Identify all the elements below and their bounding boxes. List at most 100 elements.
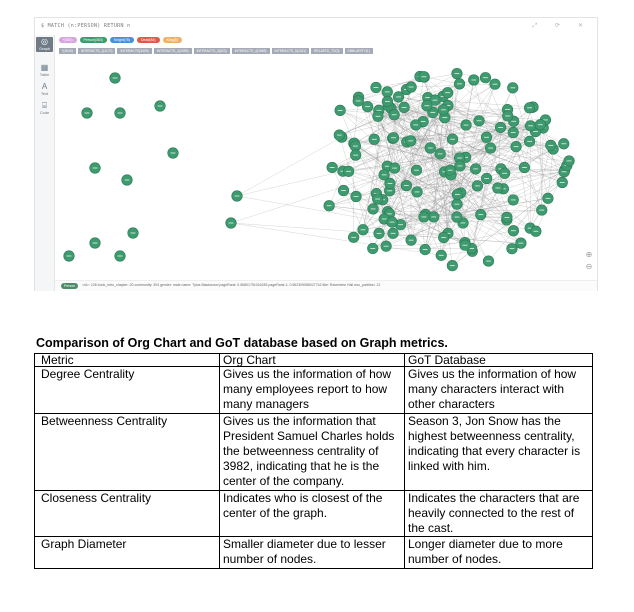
graph-node-caption — [522, 167, 527, 168]
relationship-chip[interactable]: INTERACTS_4(1569) — [231, 48, 270, 54]
graph-node-caption — [442, 117, 448, 119]
graph-node-caption — [498, 127, 503, 128]
graph-edge — [392, 138, 466, 243]
node-label-chip[interactable]: Knight(76) — [109, 37, 134, 43]
graph-node-caption — [441, 237, 447, 238]
graph-node-caption — [391, 137, 396, 139]
sidebar-item-text[interactable]: A Text — [36, 82, 53, 96]
graph-node-caption — [502, 172, 508, 174]
graph-node-caption — [413, 124, 419, 126]
table-row: Graph Diameter Smaller diameter due to l… — [34, 536, 593, 569]
graph-edge — [387, 91, 431, 149]
graph-edge — [355, 145, 444, 238]
graph-node-caption — [471, 79, 477, 81]
graph-node-caption — [92, 167, 98, 169]
got-database-cell: Season 3, Jon Snow has the highest betwe… — [404, 412, 593, 491]
graph-edge — [513, 121, 565, 171]
graph-node-caption — [505, 115, 511, 117]
graph-edge — [389, 138, 393, 214]
relationship-chip[interactable]: INTERACTS_2(2095) — [153, 48, 192, 54]
graph-node-caption — [329, 167, 335, 168]
graph-edge — [423, 76, 460, 85]
graph-node-caption — [442, 171, 447, 173]
relationship-chip[interactable]: INTERACTS_1(1170) — [77, 48, 116, 54]
graph-node-caption — [228, 222, 234, 224]
table-row: Degree Centrality Gives us the informati… — [34, 366, 593, 414]
node-label-chip[interactable]: Dead(84) — [136, 37, 160, 43]
graph-node-caption — [539, 209, 545, 211]
graph-node-caption — [420, 121, 426, 123]
sidebar-item-label: Text — [40, 91, 49, 96]
org-chart-cell: Gives us the information of how many emp… — [219, 366, 405, 414]
node-property-bar: Person<id>: 106 book_intro_chapter: 20 c… — [55, 280, 597, 291]
graph-node-caption — [392, 167, 398, 169]
text-icon: A — [41, 82, 48, 91]
node-label-chip[interactable]: *(363) — [59, 37, 77, 43]
zoom-out-icon[interactable]: ⊖ — [585, 262, 593, 271]
node-label-chip[interactable]: King(8) — [162, 37, 182, 43]
graph-node-caption — [326, 205, 332, 207]
graph-edge — [406, 141, 507, 221]
graph-node-caption — [454, 216, 460, 218]
graph-edge — [388, 105, 530, 142]
graph-edge — [378, 110, 412, 241]
graph-edge — [387, 209, 542, 212]
graph-node-caption — [341, 190, 346, 191]
graph-edge — [332, 119, 546, 168]
graph-node-caption — [414, 191, 420, 193]
graph-edge — [394, 114, 407, 186]
relationship-chip[interactable]: INTERACTS_3(823) — [193, 48, 230, 54]
document-title: Comparison of Org Chart and GoT database… — [36, 336, 448, 350]
graph-edge — [500, 168, 565, 171]
got-database-cell: Longer diameter due to more number of no… — [404, 536, 593, 569]
graph-node-caption — [340, 170, 346, 172]
graph-node-caption — [504, 216, 510, 218]
sidebar-item-code[interactable]: ⌸ Code — [36, 101, 53, 115]
graph-edge — [477, 107, 532, 186]
column-header-org-chart: Org Chart — [219, 353, 405, 367]
graph-node-caption — [437, 153, 443, 155]
graph-edge — [393, 127, 544, 138]
relationship-chip[interactable]: *(3040) — [59, 48, 76, 54]
graph-node-caption — [381, 218, 387, 220]
graph-node-caption — [484, 178, 490, 179]
zoom-in-icon[interactable]: ⊕ — [585, 250, 593, 259]
graph-node-caption — [486, 260, 491, 262]
graph-node-caption — [408, 140, 414, 142]
relationship-chip[interactable]: INTERACTS_5(1011) — [271, 48, 310, 54]
graph-edge — [472, 199, 514, 252]
graph-edge — [423, 76, 517, 147]
graph-node-caption — [351, 236, 357, 238]
sidebar-item-table[interactable]: ▦ Table — [36, 63, 53, 77]
graph-edge — [389, 174, 451, 191]
graph-node-caption — [543, 119, 548, 121]
relationship-chip[interactable]: RELATED_TO(3) — [311, 48, 343, 54]
graph-edge — [540, 124, 542, 211]
graph-node-caption — [447, 169, 453, 171]
graph-edge — [353, 233, 448, 238]
graph-node-caption — [440, 95, 446, 97]
status-label-chip[interactable]: Person — [61, 283, 79, 289]
node-label-chip[interactable]: Person(363) — [79, 37, 107, 43]
graph-edge — [387, 170, 417, 212]
graph-edge — [444, 84, 496, 118]
graph-node-caption — [518, 242, 524, 244]
window-controls[interactable]: ⤢ ⟳ ✕ — [532, 22, 591, 29]
graph-node-caption — [432, 99, 438, 101]
graph-node-caption — [463, 124, 469, 126]
node-properties-text: <id>: 106 book_intro_chapter: 20 communi… — [82, 283, 381, 287]
graph-node-caption — [527, 107, 532, 109]
graph-edge — [354, 143, 407, 186]
graph-node-caption — [353, 145, 358, 147]
table-row: Betweenness Centrality Gives us the info… — [34, 412, 593, 491]
graph-edge — [486, 148, 554, 179]
graph-node-caption — [462, 244, 468, 246]
graph-canvas[interactable] — [55, 58, 595, 280]
got-database-cell: Indicates the characters that are heavil… — [404, 489, 593, 538]
relationship-chip[interactable]: SIMILARITY(1) — [344, 48, 373, 54]
graph-node-caption — [385, 101, 390, 102]
relationship-chip[interactable]: INTERACTS(3409) — [117, 48, 152, 54]
graph-node-caption — [533, 230, 539, 232]
sidebar-item-graph[interactable]: ◎ Graph — [36, 37, 53, 52]
graph-icon: ◎ — [41, 37, 48, 46]
